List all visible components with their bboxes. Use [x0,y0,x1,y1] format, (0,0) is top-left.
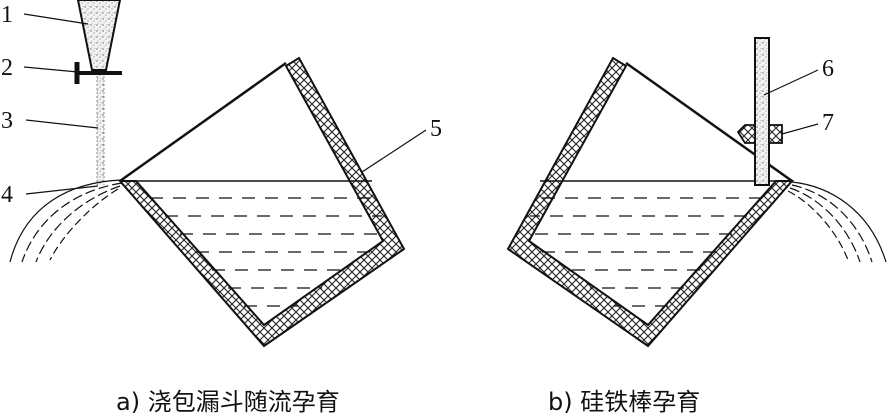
callout-5: 5 [430,116,442,142]
caption-a: a) 浇包漏斗随流孕育 [116,388,340,416]
ladle-a [117,56,406,348]
callout-4: 4 [1,182,13,208]
callout-7: 7 [822,110,834,136]
callout-3: 3 [1,108,13,134]
molten-stream-b [787,181,887,263]
molten-stream-a [9,179,123,263]
leader-lines-a [23,13,427,195]
funnel-hopper [76,0,122,71]
callout-2: 2 [1,55,13,81]
caption-b: b) 硅铁棒孕育 [548,388,700,416]
inoculant-stream [96,75,105,185]
callout-6: 6 [822,56,834,82]
leader-lines-b [763,69,819,135]
callout-1: 1 [1,2,13,28]
panel-b: 6 7 [506,37,887,348]
ferrosilicon-rod [754,37,770,186]
panel-a: 1 2 3 4 5 [1,0,442,348]
ladle-b [506,56,795,348]
funnel-valve [74,62,122,84]
